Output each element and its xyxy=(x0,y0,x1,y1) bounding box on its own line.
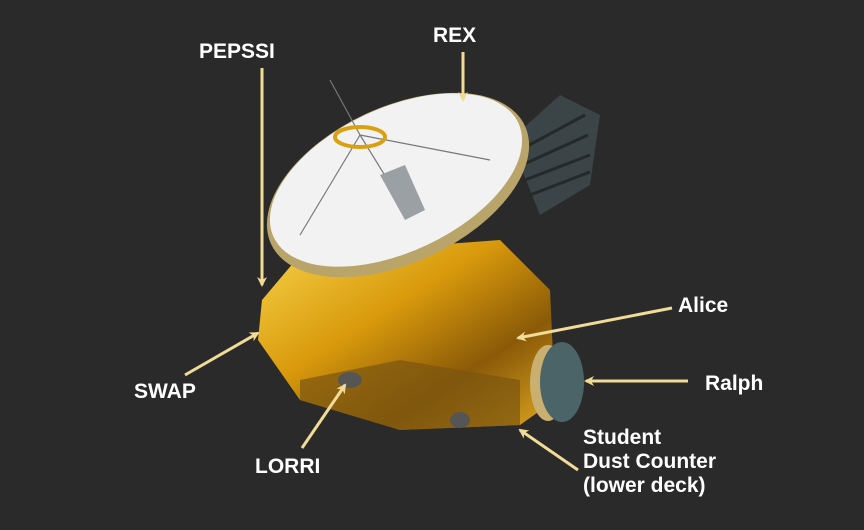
spacecraft-body xyxy=(258,240,555,430)
label-pepssi: PEPSSI xyxy=(199,40,275,63)
label-swap: SWAP xyxy=(134,380,196,403)
sdc-line-2: Dust Counter xyxy=(583,450,716,473)
label-lorri: LORRI xyxy=(255,455,321,478)
rtg xyxy=(510,95,600,215)
arrow-lorri xyxy=(300,383,347,449)
label-alice: Alice xyxy=(678,294,729,317)
sdc-line-3: (lower deck) xyxy=(583,474,706,497)
ralph-instrument xyxy=(530,342,584,422)
arrow-sdc xyxy=(518,428,579,472)
label-student-dust-counter: Student Dust Counter (lower deck) xyxy=(583,426,716,498)
callout-arrows xyxy=(184,52,688,472)
label-rex: REX xyxy=(433,24,477,47)
arrow-alice xyxy=(516,306,673,342)
arrow-swap xyxy=(184,331,260,377)
label-ralph: Ralph xyxy=(705,372,764,395)
sdc-line-1: Student xyxy=(583,426,662,449)
rex-dish xyxy=(266,79,530,278)
